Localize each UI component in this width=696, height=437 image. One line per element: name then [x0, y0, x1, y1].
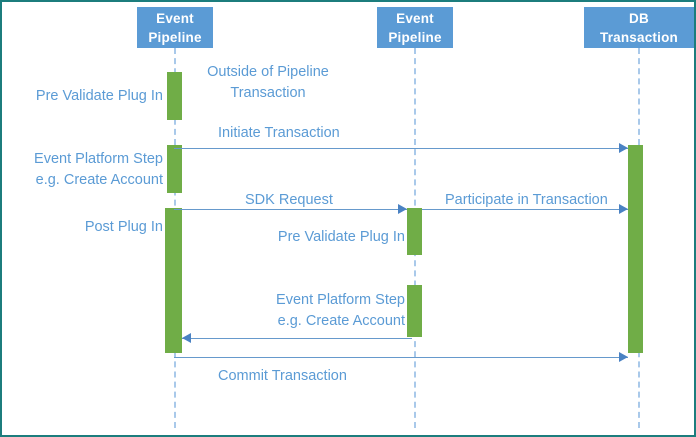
- activation-bar-event-platform-step: [167, 145, 182, 193]
- message-arrowhead-initiate-transaction: [619, 143, 628, 153]
- left-label-post-plug-in: Post Plug In: [2, 217, 163, 238]
- message-line-initiate-transaction: [174, 148, 628, 149]
- participant-db-transaction: DB Transaction: [584, 7, 694, 48]
- note-inner-pre-validate-plug-in: Pre Validate Plug In: [237, 227, 405, 248]
- participant-label-line2: Pipeline: [388, 29, 442, 45]
- left-label-event-platform-step: Event Platform Step e.g. Create Account: [2, 149, 163, 191]
- left-label-pre-validate-plug-in: Pre Validate Plug In: [2, 86, 163, 107]
- message-line-participate-in-transaction: [422, 209, 628, 210]
- message-label-participate-in-transaction: Participate in Transaction: [445, 192, 608, 208]
- message-label-sdk-request: SDK Request: [245, 192, 333, 208]
- message-line-return-to-pipeline: [182, 338, 412, 339]
- note-line2: Transaction: [230, 85, 306, 101]
- participant-label-line1: Event: [396, 10, 434, 26]
- participant-label-line2: Transaction: [600, 29, 678, 45]
- note-inner-event-platform-step: Event Platform Step e.g. Create Account: [237, 290, 405, 332]
- activation-bar-pre-validate: [167, 72, 182, 120]
- message-label-commit-transaction: Commit Transaction: [218, 368, 347, 384]
- left-label-line1: Pre Validate Plug In: [35, 88, 163, 104]
- left-label-line1: Event Platform Step: [34, 151, 163, 167]
- left-label-line2: e.g. Create Account: [35, 172, 163, 188]
- message-arrowhead-sdk-request: [398, 204, 407, 214]
- message-arrowhead-commit-transaction: [619, 352, 628, 362]
- participant-label-line2: Pipeline: [148, 29, 202, 45]
- participant-label-line1: DB: [629, 10, 649, 26]
- activation-bar-inner-event-platform-step: [407, 285, 422, 337]
- message-line-sdk-request: [174, 209, 407, 210]
- activation-bar-inner-pre-validate: [407, 208, 422, 255]
- note-outside-of-pipeline-transaction: Outside of Pipeline Transaction: [187, 62, 349, 104]
- message-line-commit-transaction: [174, 357, 628, 358]
- message-label-initiate-transaction: Initiate Transaction: [218, 125, 340, 141]
- left-label-line1: Post Plug In: [84, 219, 163, 235]
- participant-event-pipeline-1: Event Pipeline: [137, 7, 213, 48]
- participant-event-pipeline-2: Event Pipeline: [377, 7, 453, 48]
- participant-label-line1: Event: [156, 10, 194, 26]
- message-arrowhead-return-to-pipeline: [182, 333, 191, 343]
- message-arrowhead-participate-in-transaction: [619, 204, 628, 214]
- note-line1: Pre Validate Plug In: [277, 229, 405, 245]
- activation-bar-post-plug-in: [165, 208, 182, 353]
- note-line1: Event Platform Step: [276, 292, 405, 308]
- activation-bar-db-transaction: [628, 145, 643, 353]
- note-line2: e.g. Create Account: [277, 313, 405, 329]
- note-line1: Outside of Pipeline: [207, 64, 329, 80]
